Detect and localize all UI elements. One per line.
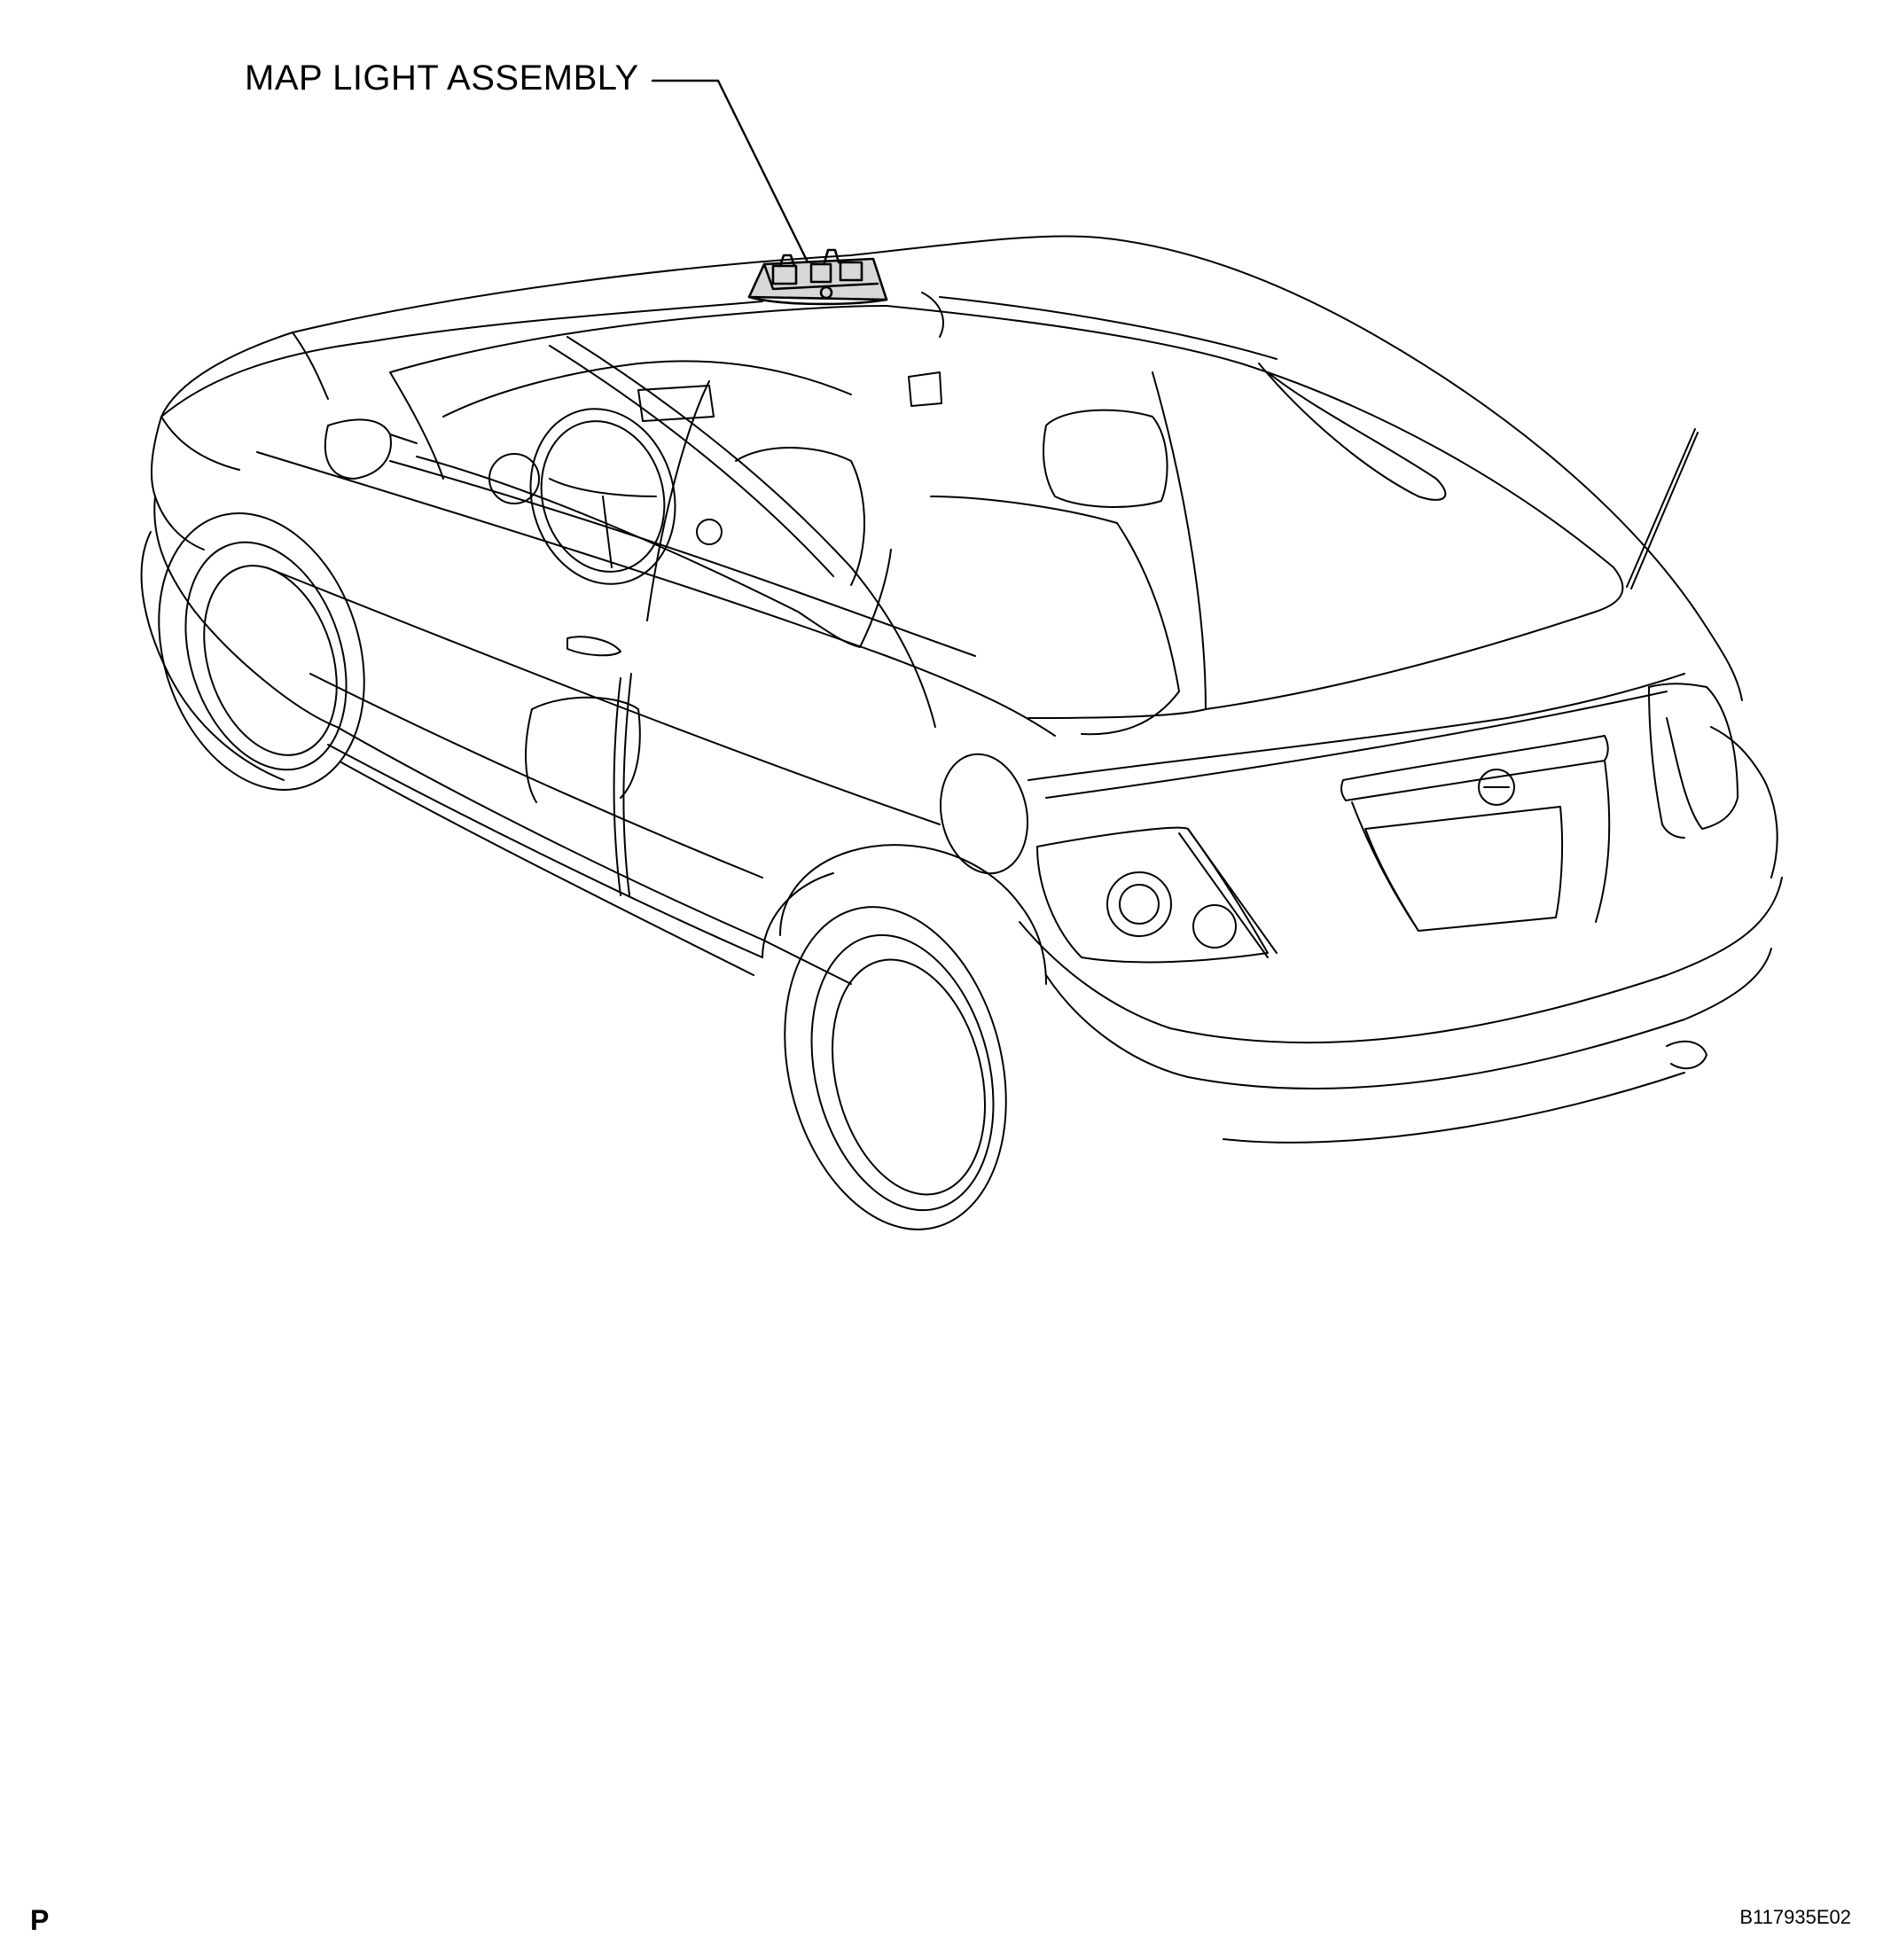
figure-id: B117935E02 bbox=[1739, 1906, 1851, 1928]
car-body bbox=[125, 236, 1742, 1253]
corner-code-left: P bbox=[30, 1904, 50, 1936]
scion-emblem-icon bbox=[1479, 769, 1514, 805]
map-light-icon bbox=[749, 250, 887, 304]
callout-label-map-light: MAP LIGHT ASSEMBLY bbox=[245, 59, 639, 98]
car-rear bbox=[1020, 429, 1782, 1143]
car-cabin bbox=[390, 293, 1622, 802]
callout-leader bbox=[652, 81, 819, 285]
